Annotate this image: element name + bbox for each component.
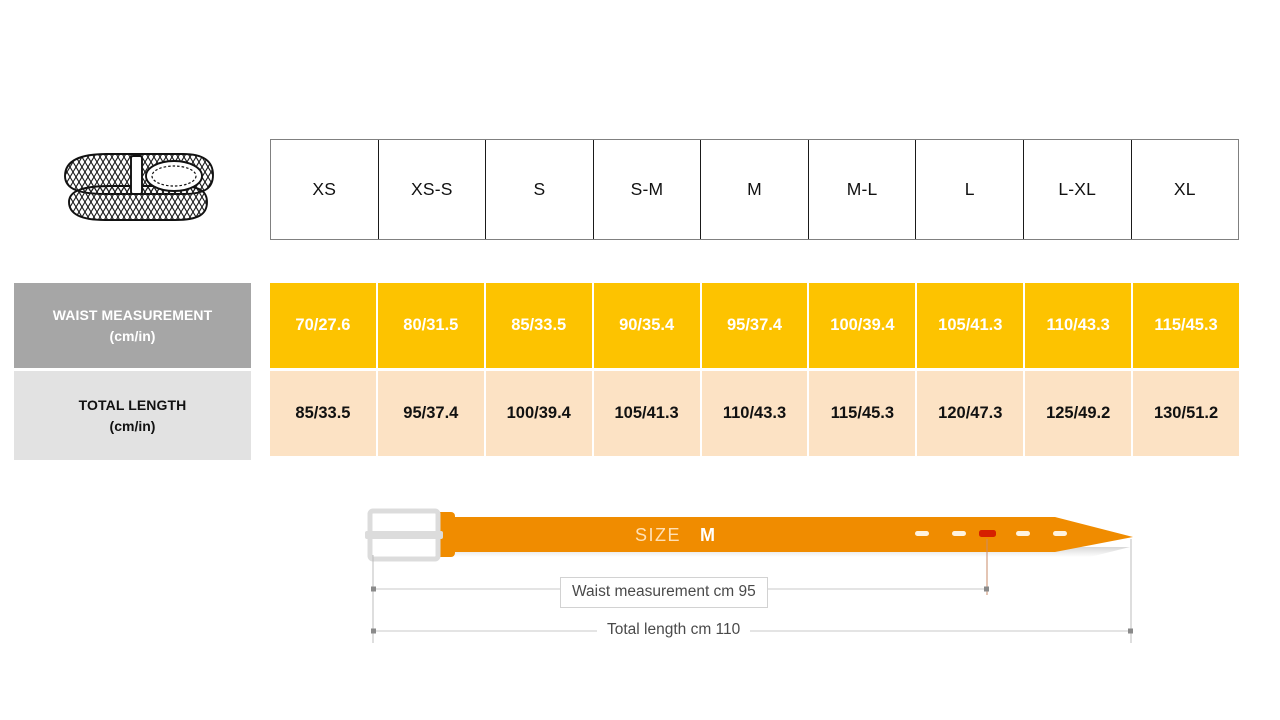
size-header-cell-3: S-M [594,140,702,239]
size-label: S [533,179,546,199]
size-label: L [964,179,975,199]
size-header-table: XS XS-S S S-M M M-L L L-XL XL [270,139,1239,240]
row-label-unit: (cm/in) [109,327,156,344]
table-cell: 110/43.3 [701,371,810,456]
table-cell: 90/35.4 [593,283,702,368]
table-cell: 105/41.3 [917,283,1026,368]
dimension-label-waist: Waist measurement cm 95 [560,577,768,608]
belt-hole-4 [1053,531,1067,536]
size-header-cell-5: M-L [809,140,917,239]
table-cell: 115/45.3 [809,371,918,456]
belt-hole-0 [915,531,929,536]
size-header-cell-6: L [916,140,1024,239]
table-cell: 120/47.3 [917,371,1026,456]
table-cell: 95/37.4 [701,283,810,368]
belt-hole-active [979,530,996,537]
row-label-unit: (cm/in) [109,417,156,434]
dimension-label-total-length: Total length cm 110 [597,618,751,642]
size-header-cell-1: XS-S [379,140,487,239]
belt-measurement-diagram: SIZE M [355,495,1155,655]
size-label: XS-S [411,179,453,199]
size-header-cell-4: M [701,140,809,239]
table-cell: 100/39.4 [809,283,918,368]
table-cell: 80/31.5 [377,283,486,368]
belt-size-word: SIZE [635,525,681,545]
row-label-title: WAIST MEASUREMENT [52,307,213,324]
table-cell: 100/39.4 [485,371,594,456]
table-cell: 110/43.3 [1025,283,1134,368]
table-cell: 85/33.5 [485,283,594,368]
size-header-cell-7: L-XL [1024,140,1132,239]
table-cell: 70/27.6 [270,283,378,368]
size-label: M [747,179,762,199]
size-label: L-XL [1058,179,1097,199]
row-label-title: TOTAL LENGTH [78,397,187,414]
table-cell: 115/45.3 [1133,283,1240,368]
size-label: M-L [846,179,878,199]
table-cell: 85/33.5 [270,371,378,456]
belt-strap [430,517,1133,552]
size-label: S-M [630,179,664,199]
size-label: XS [312,179,337,199]
buckle-prong [365,531,443,539]
table-cell: 130/51.2 [1133,371,1240,456]
size-header-cell-2: S [486,140,594,239]
table-row-total-length: 85/33.5 95/37.4 100/39.4 105/41.3 110/43… [270,371,1240,456]
size-label: XL [1173,179,1196,199]
row-label-waist-measurement: WAIST MEASUREMENT (cm/in) [14,283,251,368]
table-cell: 105/41.3 [593,371,702,456]
belt-hole-1 [952,531,966,536]
size-header-cell-0: XS [271,140,379,239]
table-row-waist-measurement: 70/27.6 80/31.5 85/33.5 90/35.4 95/37.4 … [270,283,1240,368]
product-belt-illustration [55,142,220,242]
row-label-total-length: TOTAL LENGTH (cm/in) [14,371,251,460]
belt-hole-3 [1016,531,1030,536]
table-cell: 95/37.4 [377,371,486,456]
belt-size-value: M [700,525,716,545]
size-header-cell-8: XL [1132,140,1239,239]
table-cell: 125/49.2 [1025,371,1134,456]
